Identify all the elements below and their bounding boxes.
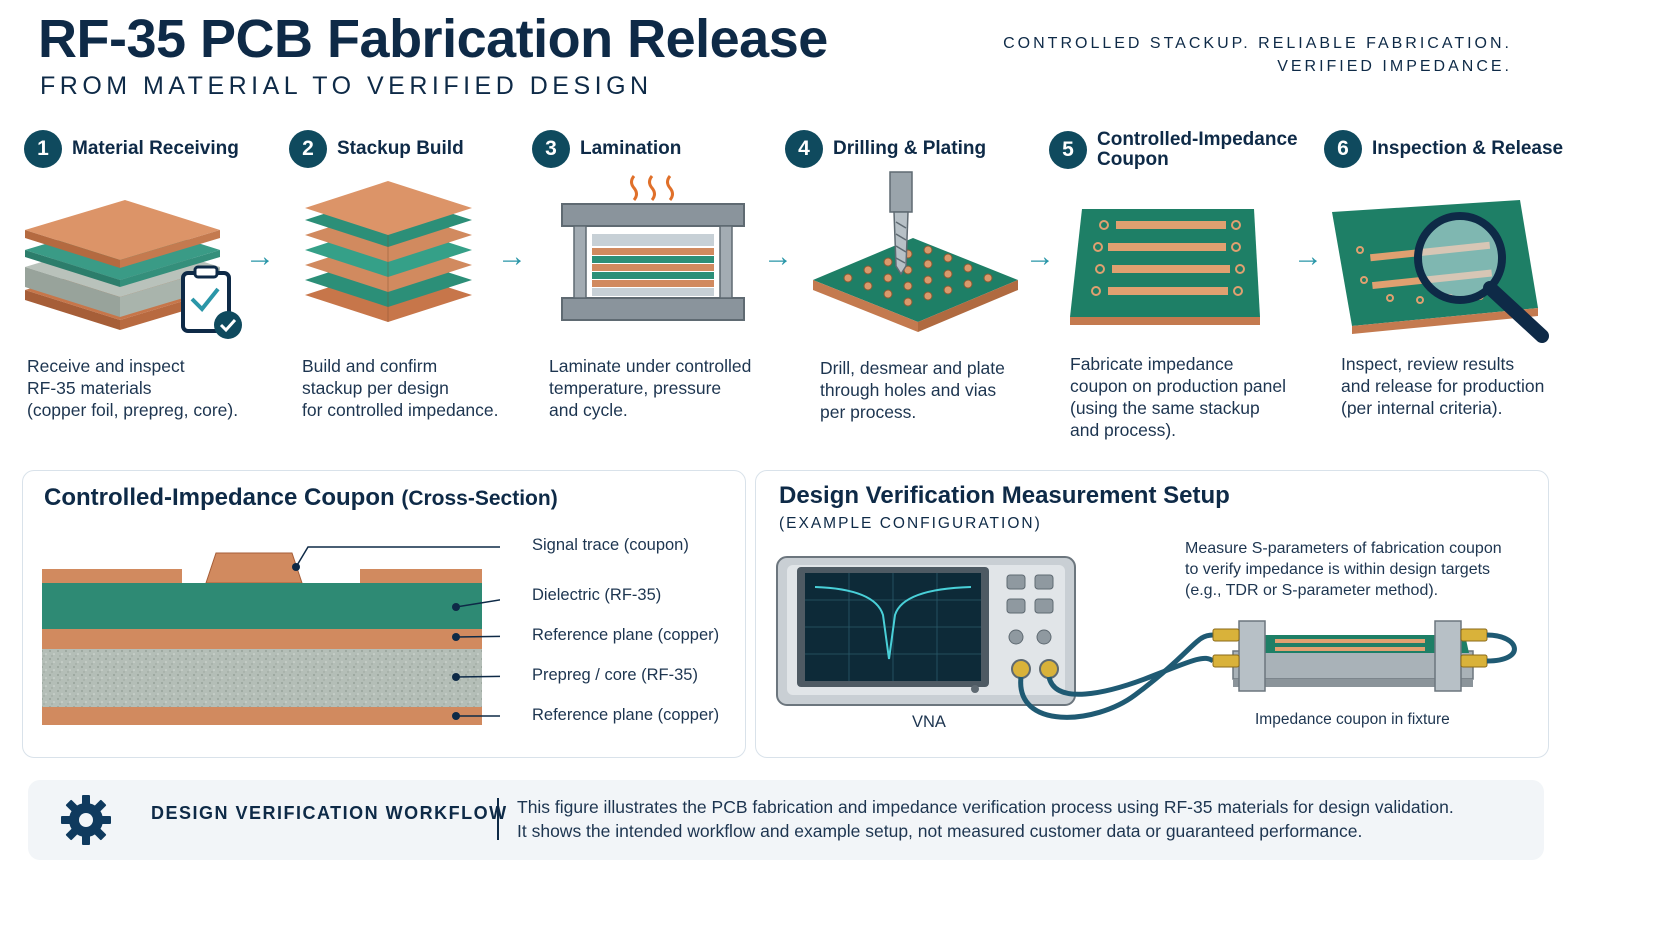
lamination-press-illustration <box>561 175 745 321</box>
label-reference-plane-top: Reference plane (copper) <box>532 626 720 644</box>
label-dielectric: Dielectric (RF-35) <box>532 586 662 604</box>
step-4-description: Drill, desmear and plate through holes a… <box>820 358 1005 422</box>
drill-icon <box>889 171 913 276</box>
cross-section-title-sub: (Cross-Section) <box>401 487 558 510</box>
step-6-description: Inspect, review results and release for … <box>1341 354 1545 418</box>
footer-banner <box>28 780 1544 860</box>
dielectric-layer <box>42 583 482 629</box>
vna-trace <box>814 586 972 660</box>
reference-plane-bottom <box>42 707 482 725</box>
footer-text: This figure illustrates the PCB fabricat… <box>517 797 1454 841</box>
step-3-title: Lamination <box>580 138 682 159</box>
vna-port-1 <box>1011 659 1031 679</box>
label-signal-trace: Signal trace (coupon) <box>532 536 689 554</box>
step-6-title: Inspection & Release <box>1372 138 1564 159</box>
step-5-number: 5 <box>1049 131 1087 169</box>
gear-icon <box>61 795 111 845</box>
top-copper-right <box>360 569 482 583</box>
clipboard-check-icon <box>181 265 242 339</box>
step-2-number: 2 <box>289 130 327 168</box>
page-title: RF-35 PCB Fabrication Release <box>38 9 828 69</box>
step-4-header: 4 Drilling & Plating <box>785 130 986 168</box>
coupon-fixture <box>1212 620 1517 692</box>
measurement-setup-diagram <box>776 556 1517 720</box>
tagline: CONTROLLED STACKUP. RELIABLE FABRICATION… <box>1003 32 1512 78</box>
step-3-description: Laminate under controlled temperature, p… <box>549 356 752 420</box>
label-prepreg-core: Prepreg / core (RF-35) <box>532 666 698 684</box>
cross-section-title: Controlled-Impedance Coupon (Cross-Secti… <box>44 484 558 512</box>
step-4-title: Drilling & Plating <box>833 138 987 159</box>
drilling-illustration <box>813 171 1018 332</box>
flow-arrow-1: → <box>245 240 275 273</box>
step-1-description: Receive and inspect RF-35 materials (cop… <box>27 356 239 420</box>
tagline-line2: VERIFIED IMPEDANCE. <box>1277 58 1512 75</box>
impedance-coupon-illustration <box>1070 209 1260 325</box>
cable-2 <box>1046 655 1215 697</box>
footer-divider <box>497 798 499 840</box>
step-1-title: Material Receiving <box>72 138 239 159</box>
measurement-title: Design Verification Measurement Setup <box>779 482 1230 509</box>
cross-section-title-main: Controlled-Impedance Coupon <box>44 484 395 511</box>
top-copper-left <box>42 569 182 583</box>
reference-plane-top <box>42 629 482 649</box>
flow-arrow-5: → <box>1293 240 1323 273</box>
footer-heading: DESIGN VERIFICATION WORKFLOW <box>151 803 508 823</box>
step-3-header: 3 Lamination <box>532 130 681 168</box>
step-6-header: 6 Inspection & Release <box>1324 130 1563 168</box>
cross-section-diagram <box>42 546 500 725</box>
magnifier-icon <box>1414 212 1549 343</box>
step-5-description: Fabricate impedance coupon on production… <box>1070 354 1287 440</box>
page-subtitle: FROM MATERIAL TO VERIFIED DESIGN <box>40 72 653 100</box>
step-4-number: 4 <box>785 130 823 168</box>
flow-arrow-2: → <box>497 240 527 273</box>
measurement-subtitle: (EXAMPLE CONFIGURATION) <box>779 515 1042 532</box>
cable-1 <box>1018 632 1214 720</box>
step-5-title: Controlled-Impedance Coupon <box>1097 129 1298 170</box>
step-6-number: 6 <box>1324 130 1362 168</box>
flow-arrow-4: → <box>1025 240 1055 273</box>
step-3-number: 3 <box>532 130 570 168</box>
step-2-description: Build and confirm stackup per design for… <box>302 356 499 420</box>
stackup-illustration <box>305 181 472 322</box>
measurement-note: Measure S-parameters of fabrication coup… <box>1185 540 1502 599</box>
step-5-header: 5 Controlled-Impedance Coupon <box>1049 130 1298 170</box>
vna-label: VNA <box>912 713 946 731</box>
step-2-header: 2 Stackup Build <box>289 130 464 168</box>
vna-instrument <box>776 556 1076 706</box>
material-stack-illustration <box>25 200 242 339</box>
step-2-title: Stackup Build <box>337 138 464 159</box>
tagline-line1: CONTROLLED STACKUP. RELIABLE FABRICATION… <box>1003 35 1512 52</box>
step-1-number: 1 <box>24 130 62 168</box>
heat-icon <box>630 175 674 201</box>
flow-arrow-3: → <box>763 240 793 273</box>
fixture-label: Impedance coupon in fixture <box>1255 711 1450 728</box>
inspection-illustration <box>1332 200 1549 343</box>
vna-port-2 <box>1039 659 1059 679</box>
label-reference-plane-bottom: Reference plane (copper) <box>532 706 720 724</box>
step-1-header: 1 Material Receiving <box>24 130 239 168</box>
prepreg-core-layer <box>42 649 482 707</box>
signal-trace <box>205 552 303 584</box>
